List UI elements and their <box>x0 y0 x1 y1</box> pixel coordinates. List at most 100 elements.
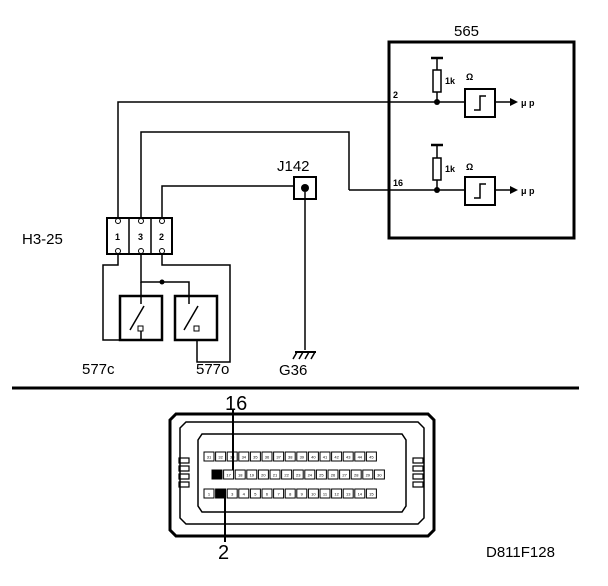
connector-pin-number: 5 <box>254 492 257 497</box>
connector-pin <box>304 469 316 480</box>
connector-pin-number: 21 <box>273 473 278 478</box>
connector-pin <box>342 488 354 499</box>
connector-pin-number: 27 <box>342 473 347 478</box>
connector-pin <box>226 488 238 499</box>
connector-pin-number: 28 <box>354 473 359 478</box>
ecu-input-pin-16: 16 1k Ω μ p <box>349 143 535 206</box>
connector-pin-number: 37 <box>276 455 281 460</box>
resistor-symbol <box>432 157 442 181</box>
micro-processor-label: μ p <box>521 98 535 108</box>
connector-pin-number: 42 <box>334 455 339 460</box>
connector-pin-number: 11 <box>323 492 328 497</box>
connector-pin <box>257 469 269 480</box>
micro-processor-label: μ p <box>521 186 535 196</box>
connector-pin <box>342 451 354 462</box>
arrow-icon <box>510 98 518 106</box>
connector-pin <box>319 488 331 499</box>
connector-pin-number: 38 <box>288 455 293 460</box>
connector-pin-number: 19 <box>250 473 255 478</box>
connector-pin-number: 9 <box>301 492 304 497</box>
connector-pin <box>249 451 261 462</box>
connector-pin-number: 8 <box>289 492 292 497</box>
connector-pin-label: 2 <box>159 232 164 242</box>
connector-pin <box>354 488 366 499</box>
ecu-pin-label: 16 <box>393 178 403 188</box>
connector-pin-number: 32 <box>218 455 223 460</box>
resistor-symbol <box>432 69 442 93</box>
latch-left <box>178 457 190 488</box>
connector-pin <box>238 488 250 499</box>
connector-pin-number: 34 <box>242 455 247 460</box>
ohm-symbol: Ω <box>466 72 473 82</box>
connector-pin-number: 15 <box>369 492 374 497</box>
switch-577o: 577o <box>173 294 229 378</box>
ecu-connector-face: 3132333435363738394041424344451617181920… <box>168 393 436 564</box>
connector-pin <box>281 469 293 480</box>
connector-pin <box>331 451 343 462</box>
connector-h3-25: H3-25 1 3 2 <box>22 217 173 255</box>
resistor-value: 1k <box>445 164 456 174</box>
connector-pin-number: 22 <box>284 473 289 478</box>
connector-pin <box>284 488 296 499</box>
switch-577c: 577c <box>82 294 164 378</box>
connector-pin-number: 35 <box>253 455 258 460</box>
connector-pin-number: 26 <box>331 473 336 478</box>
connector-pin-number: 24 <box>308 473 313 478</box>
connector-pin-number: 30 <box>377 473 382 478</box>
connector-pin-label: 3 <box>138 232 143 242</box>
connector-pin-number: 39 <box>300 455 305 460</box>
connector-pin-number: 17 <box>226 473 231 478</box>
wiring-harness <box>117 101 387 218</box>
ecu-label: 565 <box>454 23 479 40</box>
connector-pin-number: 2 <box>219 492 222 497</box>
connector-pin <box>203 451 215 462</box>
connector-pin <box>307 451 319 462</box>
connector-pin <box>223 469 235 480</box>
connector-pin <box>261 451 273 462</box>
connector-pin <box>238 451 250 462</box>
switch-label: 577o <box>196 361 229 378</box>
connector-label: H3-25 <box>22 231 63 248</box>
connector-pin-number: 36 <box>265 455 270 460</box>
figure-id: D811F128 <box>486 544 555 561</box>
junction-j142: J142 G36 <box>277 158 317 379</box>
connector-pin-number: 16 <box>215 473 220 478</box>
connector-pin-number: 45 <box>369 455 374 460</box>
connector-pin <box>284 451 296 462</box>
connector-pin <box>365 488 377 499</box>
connector-pin-number: 41 <box>323 455 328 460</box>
connector-pin <box>215 451 227 462</box>
connector-pin-number: 43 <box>346 455 351 460</box>
connector-pin <box>307 488 319 499</box>
resistor-value: 1k <box>445 76 456 86</box>
connector-pin-label: 1 <box>115 232 120 242</box>
connector-pin-number: 12 <box>334 492 339 497</box>
arrow-icon <box>510 186 518 194</box>
junction-label: J142 <box>277 158 310 175</box>
connector-pin-number: 3 <box>231 492 234 497</box>
connector-pin <box>273 451 285 462</box>
ground-label: G36 <box>279 362 307 379</box>
connector-pin <box>315 469 327 480</box>
connector-pin <box>296 488 308 499</box>
connector-pin-number: 1 <box>208 492 211 497</box>
connector-pin <box>215 488 227 499</box>
ohm-symbol: Ω <box>466 162 473 172</box>
connector-pin <box>350 469 362 480</box>
latch-right <box>412 457 424 488</box>
connector-pin <box>339 469 351 480</box>
connector-pin-number: 23 <box>296 473 301 478</box>
switch-label: 577c <box>82 361 115 378</box>
pin-grid: 3132333435363738394041424344451617181920… <box>203 451 385 499</box>
ecu-input-pin-2: 2 1k Ω μ p <box>387 56 535 118</box>
connector-pin <box>292 469 304 480</box>
connector-pin <box>273 488 285 499</box>
connector-pin-number: 31 <box>207 455 212 460</box>
connector-pin-number: 20 <box>261 473 266 478</box>
connector-pin <box>296 451 308 462</box>
pin-callout-2: 2 <box>218 542 229 564</box>
connector-pin <box>362 469 374 480</box>
connector-pin-number: 25 <box>319 473 324 478</box>
connector-pin <box>373 469 385 480</box>
